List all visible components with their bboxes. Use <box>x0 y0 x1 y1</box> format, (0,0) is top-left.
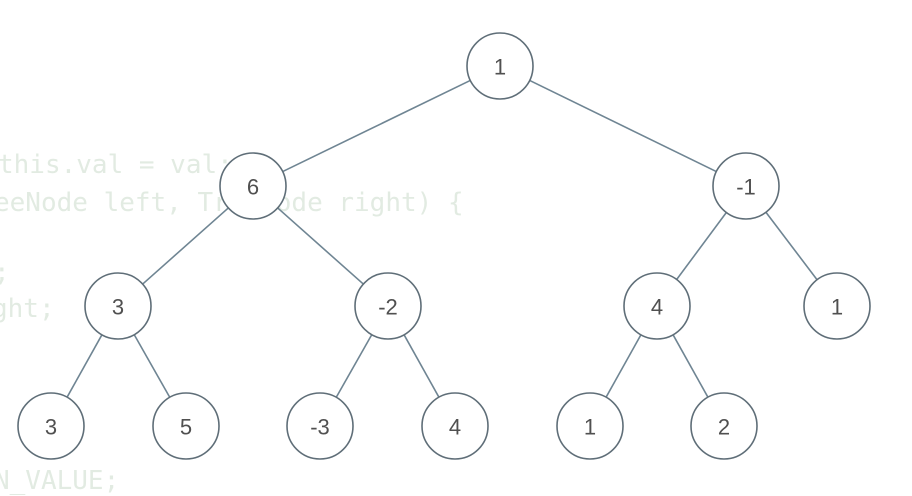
binary-tree-diagram: 1 6 -1 3 -2 4 1 3 5 -3 4 1 2 <box>17 32 871 460</box>
tree-edge <box>142 207 229 285</box>
tree-node-value: 2 <box>718 415 730 440</box>
tree-edge <box>133 334 171 398</box>
tree-edge <box>605 334 642 398</box>
tree-node-value: 3 <box>112 295 124 320</box>
tree-node-circle <box>17 392 85 460</box>
tree-node: 1 <box>803 272 871 340</box>
tree-node-circle <box>421 392 489 460</box>
tree-node-value: 5 <box>180 415 192 440</box>
tree-node-value: 3 <box>45 415 57 440</box>
tree-node-circle <box>152 392 220 460</box>
tree-node-circle <box>623 272 691 340</box>
tree-node-value: 4 <box>651 295 663 320</box>
tree-nodes: 1 6 -1 3 -2 4 1 3 5 -3 4 1 2 <box>17 32 871 460</box>
tree-node: 6 <box>219 152 287 220</box>
tree-node: 1 <box>556 392 624 460</box>
tree-node: 5 <box>152 392 220 460</box>
tree-edges <box>66 79 818 398</box>
tree-node-circle <box>84 272 152 340</box>
tree-node: -3 <box>286 392 354 460</box>
tree-edge <box>277 207 364 285</box>
tree-node-value: 4 <box>449 415 461 440</box>
tree-node-value: -2 <box>378 295 398 320</box>
tree-edge <box>403 334 440 398</box>
tree-node-circle <box>354 272 422 340</box>
tree-node-value: 6 <box>247 175 259 200</box>
tree-node-value: 1 <box>584 415 596 440</box>
tree-node: 4 <box>421 392 489 460</box>
tree-node-circle <box>690 392 758 460</box>
tree-edge <box>335 334 373 398</box>
tree-edge <box>676 212 727 280</box>
tree-node-circle <box>219 152 287 220</box>
tree-node-value: -3 <box>310 415 330 440</box>
tree-node-value: 1 <box>831 295 843 320</box>
tree-node-value: 1 <box>494 55 506 80</box>
tree-edge <box>66 334 103 398</box>
tree-node-circle <box>556 392 624 460</box>
tree-node: -2 <box>354 272 422 340</box>
tree-node: 3 <box>17 392 85 460</box>
tree-edge <box>765 211 818 281</box>
tree-node: 4 <box>623 272 691 340</box>
tree-node: -1 <box>712 152 780 220</box>
tree-node-circle <box>803 272 871 340</box>
tree-node-value: -1 <box>736 175 756 200</box>
tree-edge <box>282 79 471 173</box>
tree-node-circle <box>286 392 354 460</box>
tree-node-circle <box>466 32 534 100</box>
tree-node: 3 <box>84 272 152 340</box>
tree-edge <box>529 79 717 173</box>
tree-node-circle <box>712 152 780 220</box>
tree-edge <box>672 334 709 398</box>
tree-node: 1 <box>466 32 534 100</box>
tree-node: 2 <box>690 392 758 460</box>
